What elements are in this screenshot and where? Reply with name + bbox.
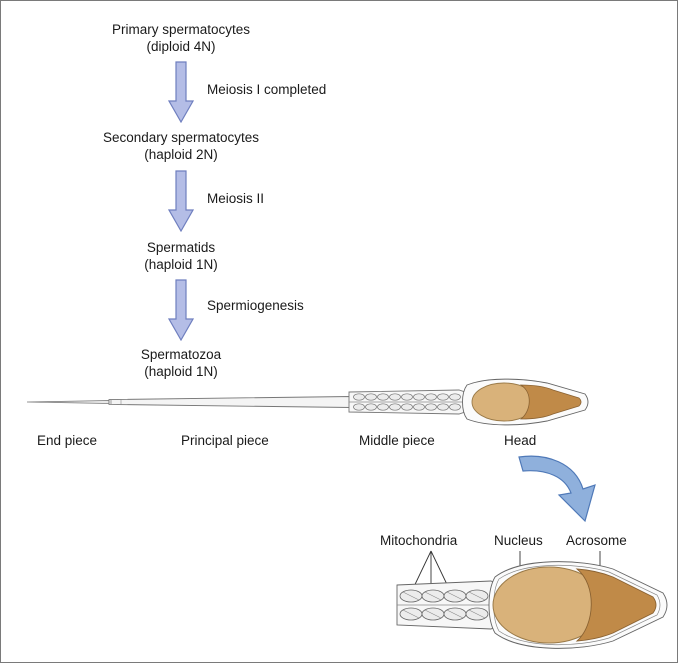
down-arrow-icon	[168, 170, 194, 232]
stage-ploidy: (haploid 2N)	[144, 147, 218, 162]
down-arrow-icon	[168, 279, 194, 341]
step-spermiogenesis: Spermiogenesis	[207, 298, 304, 313]
stage-ploidy: (haploid 1N)	[144, 364, 218, 379]
spermatozoon-illustration	[26, 378, 589, 426]
stage-ploidy: (diploid 4N)	[146, 39, 216, 54]
curved-arrow-icon	[518, 455, 596, 523]
label-mitochondria: Mitochondria	[380, 533, 458, 548]
stage-name: Secondary spermatocytes	[102, 130, 260, 145]
stage-spermatozoa: Spermatozoa (haploid 1N)	[141, 346, 221, 380]
stage-secondary-spermatocytes: Secondary spermatocytes (haploid 2N)	[103, 129, 259, 163]
step-meiosis-i: Meiosis I completed	[207, 82, 327, 97]
stage-name: Spermatozoa	[140, 347, 222, 362]
head-detail-illustration	[396, 550, 668, 649]
label-acrosome: Acrosome	[566, 533, 627, 548]
stage-ploidy: (haploid 1N)	[144, 257, 218, 272]
stage-spermatids: Spermatids (haploid 1N)	[144, 239, 218, 273]
down-arrow-icon	[168, 61, 194, 123]
part-principal-piece: Principal piece	[181, 433, 269, 448]
part-middle-piece: Middle piece	[359, 433, 435, 448]
label-nucleus: Nucleus	[494, 533, 543, 548]
step-meiosis-ii: Meiosis II	[207, 191, 265, 206]
stage-primary-spermatocytes: Primary spermatocytes (diploid 4N)	[112, 21, 250, 55]
part-end-piece: End piece	[37, 433, 98, 448]
part-head: Head	[504, 433, 537, 448]
stage-name: Primary spermatocytes	[111, 22, 251, 37]
stage-name: Spermatids	[146, 240, 216, 255]
